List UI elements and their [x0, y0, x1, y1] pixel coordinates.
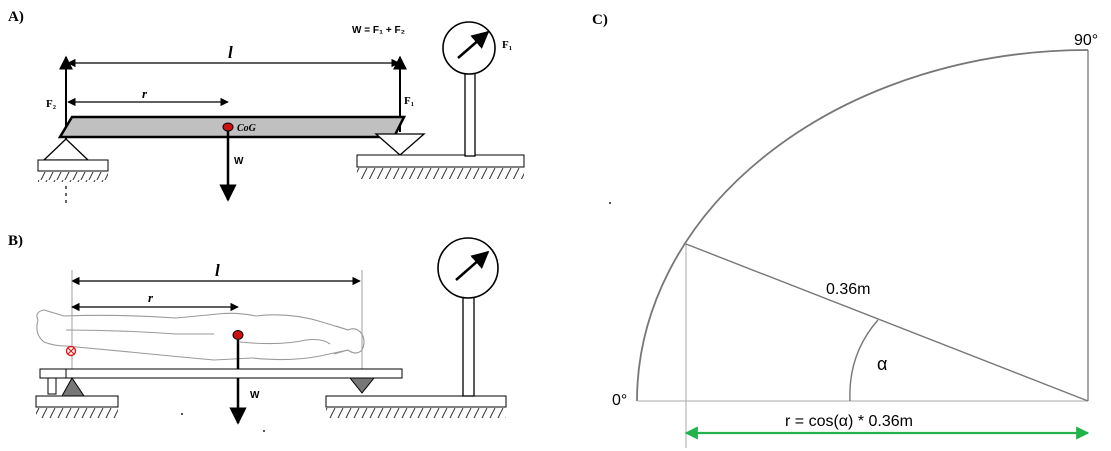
- radius-label: r: [142, 86, 148, 101]
- panel-a-label: A): [8, 9, 24, 25]
- radius-label-b: r: [148, 290, 154, 305]
- panel-c: C) 90° 0° 0.36m α r = cos(α) * 0.36m: [592, 12, 1098, 448]
- left-support-b: [35, 377, 119, 418]
- f2-label: F₂: [46, 98, 57, 110]
- gauge-f1-label: F₁: [502, 39, 512, 51]
- force-gauge-a: F₁: [442, 21, 512, 157]
- reference-marker: [65, 345, 77, 357]
- cosine-formula: r = cos(α) * 0.36m: [785, 413, 913, 430]
- right-support-b: [325, 377, 507, 418]
- f1-label: F₁: [404, 95, 414, 107]
- length-label: l: [228, 43, 233, 62]
- panel-b-label: B): [8, 233, 23, 249]
- angle-0-label: 0°: [612, 392, 627, 409]
- weight-formula: W = F₁ + F₂: [352, 25, 405, 36]
- panel-b: B) l r: [8, 233, 507, 432]
- alpha-label: α: [877, 354, 887, 374]
- weight-label-b: W: [250, 390, 260, 401]
- angle-90-label: 90°: [1074, 32, 1098, 49]
- radius-line: [685, 243, 1089, 402]
- length-label-b: l: [215, 261, 220, 280]
- force-gauge-b: [437, 237, 499, 397]
- cog-dot-b: [232, 330, 244, 340]
- hypotenuse-length-label: 0.36m: [826, 281, 870, 298]
- human-figure-outline: [36, 309, 365, 361]
- board-end-block: [39, 368, 67, 379]
- weight-label: W: [234, 156, 244, 167]
- left-support: [37, 138, 109, 204]
- panel-a: A) W = F₁ + F₂ l r F₂ F₁ CoG W: [8, 9, 525, 204]
- board: [39, 368, 403, 379]
- panel-c-label: C): [592, 12, 608, 28]
- cog-label: CoG: [237, 123, 257, 134]
- cog-dot: [222, 122, 234, 132]
- quarter-circle-arc: [636, 49, 1089, 402]
- right-support: [356, 133, 525, 179]
- angle-arc: [849, 319, 879, 402]
